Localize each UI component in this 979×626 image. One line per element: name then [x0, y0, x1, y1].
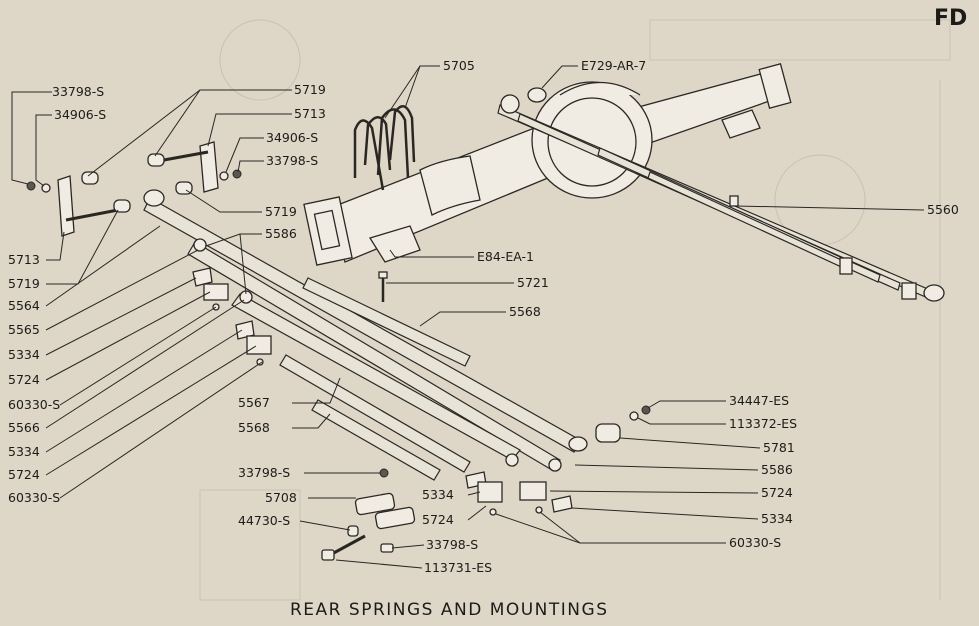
callout-label: 5334 [8, 347, 40, 362]
callout-label: 5566 [8, 420, 40, 435]
callout-label: 5724 [8, 372, 40, 387]
callout-label: 33798-S [426, 537, 478, 552]
callout-label: 5719 [8, 276, 40, 291]
callout-label: 5567 [238, 395, 270, 410]
callout-label: 5334 [422, 487, 454, 502]
callout-label: 60330-S [8, 490, 60, 505]
show-through-artifacts [199, 19, 951, 601]
callout-label: 5568 [238, 420, 270, 435]
bush-e729-ar-7 [527, 87, 547, 103]
page-corner-code: FD [934, 6, 967, 31]
callout-label: 5719 [294, 82, 326, 97]
callout-label: 5781 [763, 440, 795, 455]
callout-label: 5564 [8, 298, 40, 313]
callout-label: 113372-ES [729, 416, 797, 431]
callout-label: 34906-S [266, 130, 318, 145]
callout-label: 5586 [761, 462, 793, 477]
callout-label: 5708 [265, 490, 297, 505]
callout-label: 5705 [443, 58, 475, 73]
bottom-mounting-parts [212, 303, 651, 561]
center-bolt [378, 271, 388, 302]
callout-label: 33798-S [266, 153, 318, 168]
callout-label: 33798-S [238, 465, 290, 480]
part-callouts: 33798-S 34906-S 5719 5713 34906-S 33798-… [8, 58, 959, 575]
rebound-clips [192, 267, 573, 513]
rear-axle-housing [303, 63, 792, 266]
callout-label: 5334 [8, 444, 40, 459]
callout-label: 5719 [265, 204, 297, 219]
callout-label: 5724 [8, 467, 40, 482]
callout-label: 5713 [294, 106, 326, 121]
callout-label: 5334 [761, 511, 793, 526]
callout-label: 34447-ES [729, 393, 789, 408]
exploded-spring-leaves [143, 189, 588, 481]
callout-label: 5724 [761, 485, 793, 500]
shackle-right [147, 141, 242, 195]
callout-label: 5586 [265, 226, 297, 241]
callout-label: 60330-S [8, 397, 60, 412]
u-bolts [353, 105, 416, 191]
callout-label: 44730-S [238, 513, 290, 528]
callout-label: E84-EA-1 [477, 249, 534, 264]
callout-label: 5560 [927, 202, 959, 217]
callout-label: 33798-S [52, 84, 104, 99]
shackle-left [26, 171, 131, 237]
callout-label: 5721 [517, 275, 549, 290]
callout-label: 5568 [509, 304, 541, 319]
callout-label: 113731-ES [424, 560, 492, 575]
callout-label: 60330-S [729, 535, 781, 550]
callout-label: E729-AR-7 [581, 58, 646, 73]
callout-label: 5724 [422, 512, 454, 527]
callout-label: 5565 [8, 322, 40, 337]
callout-label: 5713 [8, 252, 40, 267]
callout-label: 34906-S [54, 107, 106, 122]
diagram-title: REAR SPRINGS AND MOUNTINGS [290, 600, 608, 620]
leader-lines [11, 65, 925, 569]
assembled-spring-right [497, 94, 945, 302]
